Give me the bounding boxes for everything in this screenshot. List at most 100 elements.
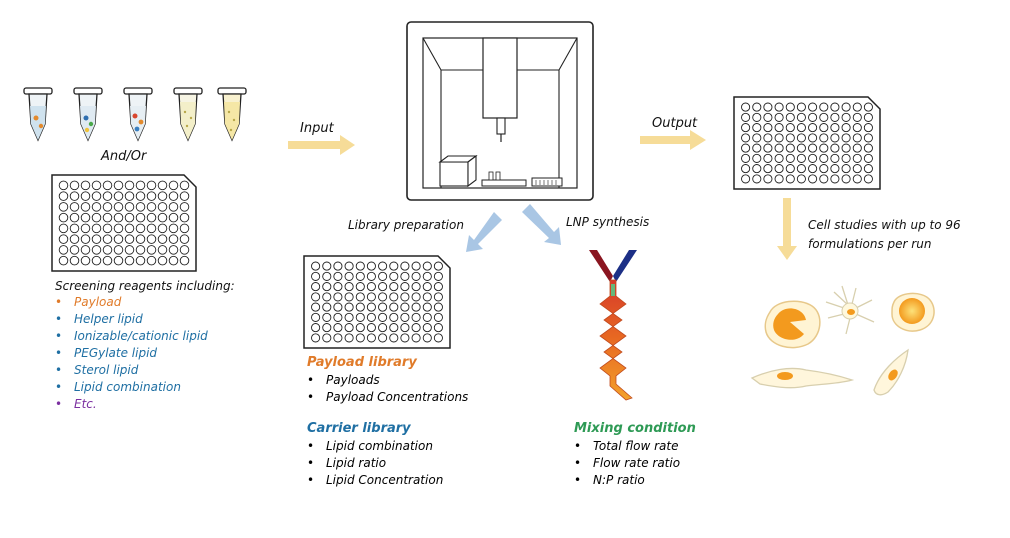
plate-well [344,302,354,312]
plate-well [852,102,862,112]
plate-well [422,261,432,271]
carrier-library-item: Lipid combination [304,438,443,455]
and-or-label: And/Or [101,149,147,164]
plate-well [819,153,829,163]
plate-well [344,282,354,292]
plate-well [168,202,179,212]
cell-studies-line-1: Cell studies with up to 96 [808,218,961,232]
plate-well [366,333,376,343]
well-plate-icon [303,255,451,349]
plate-well [863,102,873,112]
plate-well [113,223,124,234]
plate-well [411,312,421,322]
plate-well [852,164,862,174]
plate-well [819,143,829,153]
plate-well [389,282,399,292]
plate-well [135,245,146,255]
plate-well [741,102,751,112]
carrier-library-item: Lipid ratio [304,455,443,472]
plate-well [863,112,873,122]
plate-well [157,191,168,201]
plate-well [830,133,840,143]
plate-well [157,202,168,212]
plate-well [389,292,399,302]
plate-well [91,191,102,201]
plate-well [796,174,806,184]
tube-icon [73,87,103,142]
plate-well [411,261,421,271]
screening-item: Lipid combination [52,379,208,396]
plate-well [422,271,432,281]
plate-well [378,302,388,312]
plate-well [311,261,321,271]
plate-well [433,333,443,343]
plate-well [344,333,354,343]
plate-well [311,302,321,312]
plate-well [179,191,190,201]
payload-library-title: Payload library [307,355,417,370]
arrow-lnp-synthesis [522,204,561,245]
plate-well [91,245,102,255]
plate-well [69,234,80,244]
plate-well [785,112,795,122]
plate-well [179,180,190,191]
plate-well [785,102,795,112]
plate-well [124,202,135,212]
plate-well [344,312,354,322]
plate-well [752,153,762,163]
plate-well [124,191,135,201]
plate-well [168,212,179,223]
plate-well [741,133,751,143]
plate-well [91,212,102,223]
plate-well [422,292,432,302]
mixing-condition-title: Mixing condition [574,421,696,436]
plate-well [389,312,399,322]
plate-well [135,255,146,266]
plate-well [863,164,873,174]
plate-well [400,302,410,312]
plate-well [741,153,751,163]
plate-well [69,180,80,191]
mixing-condition-list: Total flow rate Flow rate ratio N:P rati… [571,438,680,489]
plate-well [763,133,773,143]
plate-well [863,123,873,133]
input-arrow [288,135,355,155]
plate-well [752,143,762,153]
plate-well [69,202,80,212]
plate-well [80,234,91,244]
plate-well [102,223,113,234]
plate-well [124,234,135,244]
plate-well [146,234,157,244]
plate-well [311,292,321,302]
plate-well [113,212,124,223]
plate-well [168,223,179,234]
plate-well [366,292,376,302]
plate-well [91,202,102,212]
plate-well [58,245,69,255]
screening-item: Etc. [52,396,208,413]
plate-well [366,282,376,292]
plate-well [841,164,851,174]
liquid-handler-icon [406,21,594,201]
carrier-library-item: Lipid Concentration [304,472,443,489]
plate-well [322,312,332,322]
plate-well [852,174,862,184]
plate-well [333,271,343,281]
plate-well [774,123,784,133]
plate-well [808,153,818,163]
plate-well [830,174,840,184]
plate-well [157,234,168,244]
plate-well [808,143,818,153]
plate-well [146,255,157,266]
plate-well [91,255,102,266]
plate-well [113,255,124,266]
plate-well [102,202,113,212]
tube-icon [23,87,53,142]
plate-well [400,323,410,333]
plate-well [58,180,69,191]
plate-well [819,112,829,122]
plate-well [366,271,376,281]
plate-well [366,323,376,333]
plate-well [774,174,784,184]
plate-well [785,153,795,163]
